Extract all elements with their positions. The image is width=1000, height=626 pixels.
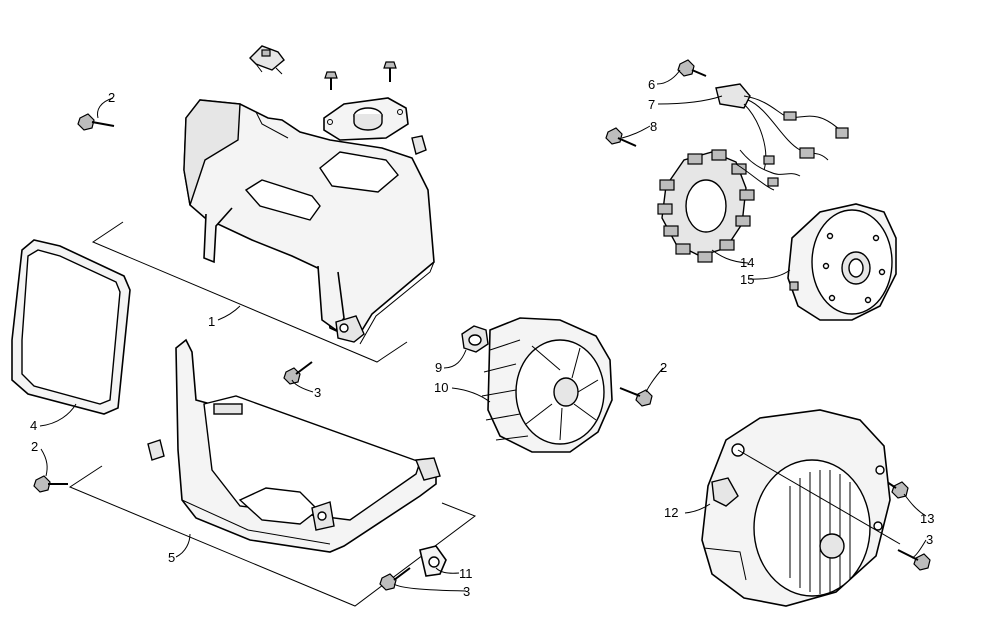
label-9: 9 [435,360,442,375]
label-2-lower-left: 2 [31,439,38,454]
top-bolts [324,61,397,90]
lower-shroud [175,338,441,553]
bolt-2-upper-left [77,113,115,131]
bolt-3-center [283,361,313,385]
stator [657,149,755,263]
fan-cover [701,409,901,607]
label-12: 12 [664,505,678,520]
label-14: 14 [740,255,754,270]
label-3-cover: 3 [926,532,933,547]
small-clip-upper [411,135,427,155]
gasket [11,239,131,415]
cable-clamp [419,545,447,577]
label-8: 8 [650,119,657,134]
label-3-center: 3 [314,385,321,400]
label-1: 1 [208,314,215,329]
shroud-clip [249,45,285,75]
pickup-coil-harness [715,83,849,191]
bolt-2-lower-left [33,475,68,493]
label-3-bottom: 3 [463,584,470,599]
label-13: 13 [920,511,934,526]
small-clip-lower [147,439,165,461]
bolt-3-cover [897,549,931,571]
callout-labels: 2 1 4 2 5 3 3 11 9 10 2 6 7 8 14 15 12 1… [30,77,934,599]
label-7: 7 [648,97,655,112]
label-10: 10 [434,380,448,395]
label-11: 11 [459,566,473,581]
bolt-6 [677,59,707,77]
shroud-cover-plate [323,97,409,141]
bracket-lines [68,221,477,607]
label-2-upper-left: 2 [108,90,115,105]
flywheel-rotor [787,203,897,321]
bolt-2-flywheel [619,387,653,407]
label-5: 5 [168,550,175,565]
flywheel-nut [461,325,489,353]
label-4: 4 [30,418,37,433]
cooling-fan [481,317,613,453]
leader-lines [39,69,927,592]
bolt-8 [605,127,637,147]
label-6: 6 [648,77,655,92]
label-15: 15 [740,272,754,287]
label-2-flywheel: 2 [660,360,667,375]
bolt-3-bottom [379,567,411,591]
upper-shroud [183,99,435,345]
